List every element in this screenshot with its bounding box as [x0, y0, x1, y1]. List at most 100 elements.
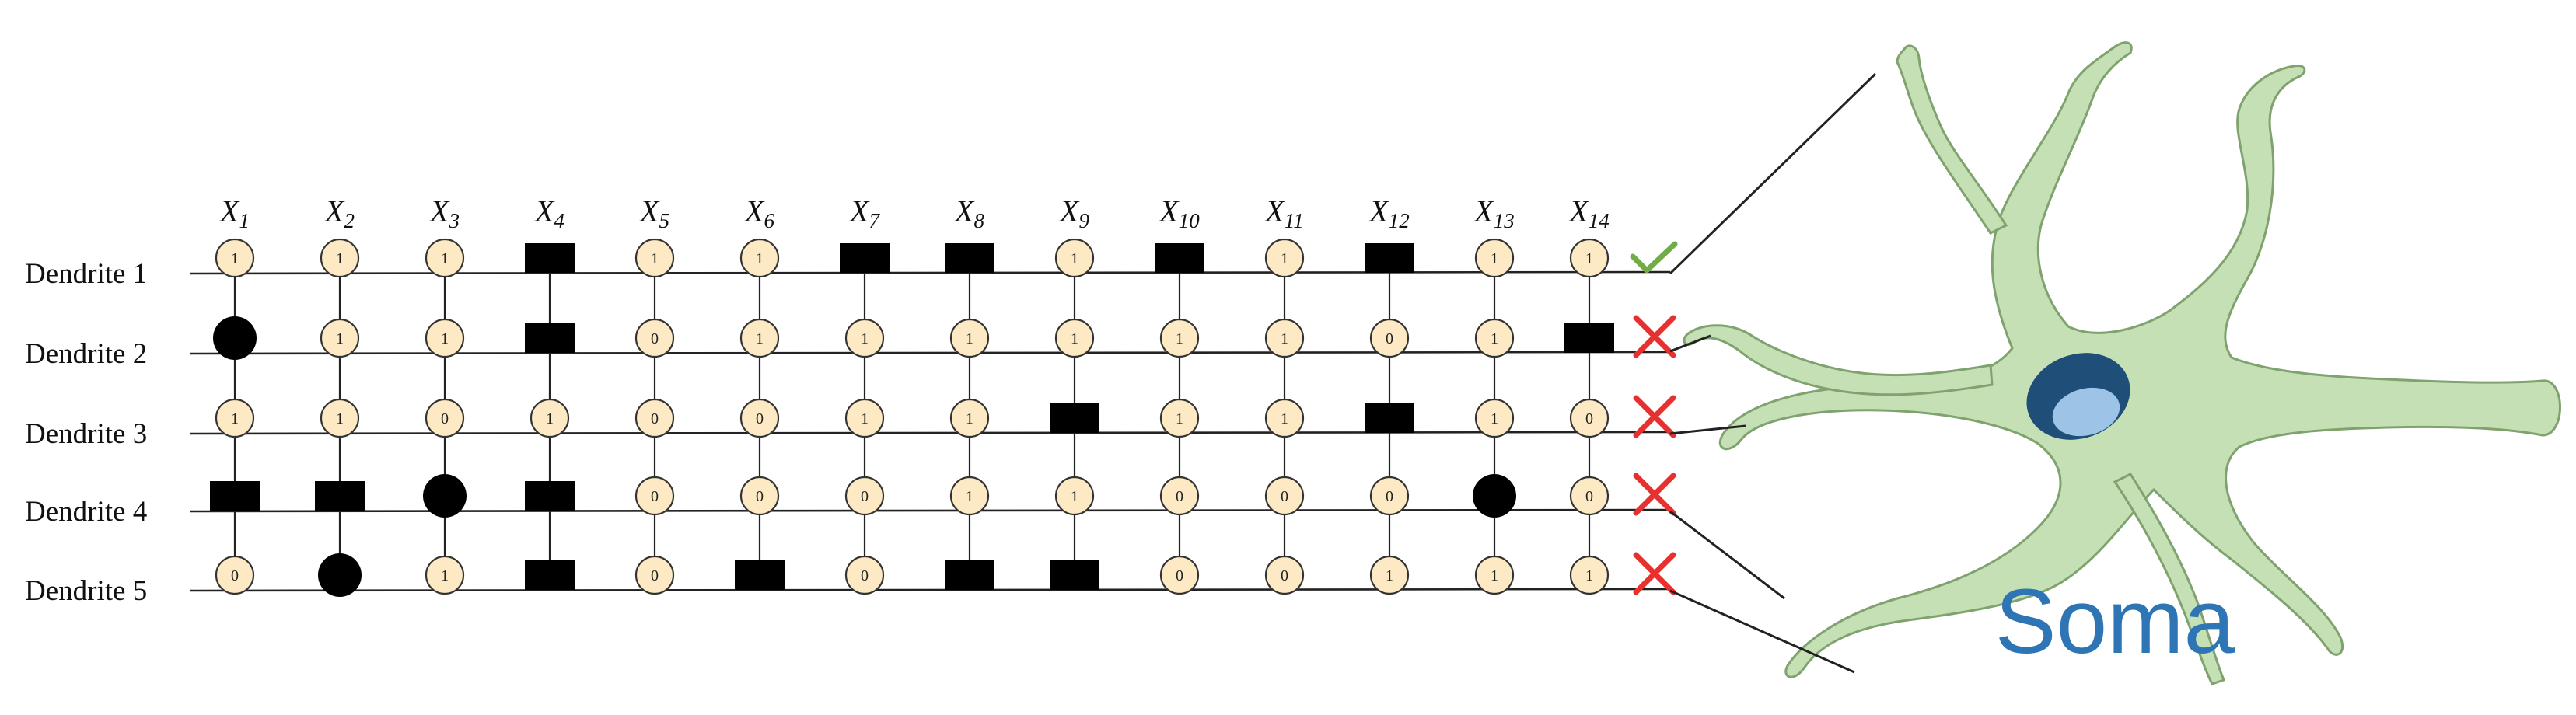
dendrite-branch-top-left: [1896, 44, 2008, 235]
synapse-value-dendrite-4-input-5: 0: [651, 488, 659, 505]
synapse-value-dendrite-5-input-13: 1: [1491, 567, 1498, 584]
synapse-value-dendrite-3-input-6: 0: [756, 410, 764, 427]
synapse-node-dendrite-1-input-9: [1054, 238, 1095, 278]
synapse-value-dendrite-3-input-13: 1: [1491, 410, 1498, 427]
synapse-node-dendrite-2-input-9: [1054, 318, 1095, 358]
synapse-value-dendrite-1-input-11: 1: [1281, 250, 1288, 267]
synapse-value-dendrite-2-input-10: 1: [1176, 330, 1183, 347]
synapse-value-dendrite-2-input-6: 1: [756, 330, 764, 347]
dendrite-connectors: [1669, 72, 1877, 674]
cross-icon-dendrite-2: [1633, 315, 1676, 358]
synapse-value-dendrite-2-input-8: 1: [966, 330, 973, 347]
dendrite-label-3: Dendrite 3: [25, 418, 147, 450]
input-header-x1: X1: [218, 194, 250, 232]
synapse-value-dendrite-4-input-8: 1: [966, 488, 973, 505]
synapse-node-dendrite-3-input-10: [1159, 398, 1200, 438]
input-header-x12: X12: [1368, 194, 1409, 232]
synapse-node-dendrite-3-input-8: [949, 398, 990, 438]
synapse-value-dendrite-5-input-7: 0: [861, 567, 869, 584]
synapse-node-dendrite-5-input-13: [1474, 555, 1515, 595]
synapse-node-dendrite-4-input-10: [1159, 476, 1200, 516]
soma-label: Soma: [1995, 570, 2235, 673]
synapse-node-dendrite-2-input-3: [425, 318, 465, 358]
input-header-x13: X13: [1473, 194, 1514, 232]
dendrite-line-4: [190, 508, 1671, 513]
synapse-value-dendrite-3-input-10: 1: [1176, 410, 1183, 427]
synapse-value-dendrite-5-input-14: 1: [1585, 567, 1593, 584]
direct-connection-dot-dendrite-2-input-1: [213, 316, 257, 360]
synapse-value-dendrite-5-input-12: 1: [1386, 567, 1393, 584]
synapse-node-dendrite-5-input-7: [844, 555, 885, 595]
synapse-value-dendrite-2-input-9: 1: [1071, 330, 1078, 347]
synapse-node-dendrite-3-input-6: [739, 398, 780, 438]
synapse-node-dendrite-3-input-3: [425, 398, 465, 438]
synapse-value-dendrite-1-input-3: 1: [441, 250, 449, 267]
synapse-value-dendrite-3-input-4: 1: [546, 410, 554, 427]
inhibitory-block-dendrite-1-input-4: [525, 243, 575, 273]
input-header-x8: X8: [953, 194, 984, 232]
synapse-value-dendrite-1-input-5: 1: [651, 250, 659, 267]
synapse-value-dendrite-1-input-2: 1: [336, 250, 344, 267]
inhibitory-block-dendrite-4-input-1: [210, 481, 260, 511]
synapse-value-dendrite-2-input-11: 1: [1281, 330, 1288, 347]
neuron-nucleolus: [2052, 387, 2120, 437]
input-header-x5: X5: [638, 194, 669, 232]
synapse-value-dendrite-4-input-11: 0: [1281, 488, 1288, 505]
synapse-value-dendrite-3-input-7: 1: [861, 410, 869, 427]
neuron-cell-body: [1718, 41, 2561, 678]
synapse-value-dendrite-4-input-12: 0: [1386, 488, 1393, 505]
synapse-node-dendrite-4-input-12: [1369, 476, 1410, 516]
synapse-value-dendrite-3-input-14: 0: [1585, 410, 1593, 427]
synapse-node-dendrite-2-input-8: [949, 318, 990, 358]
dendrite-label-5: Dendrite 5: [25, 575, 147, 607]
synapse-value-dendrite-2-input-13: 1: [1491, 330, 1498, 347]
synapse-node-dendrite-1-input-1: [215, 238, 255, 278]
direct-connection-dot-dendrite-5-input-2: [318, 553, 362, 597]
direct-connection-dot-dendrite-4-input-13: [1473, 474, 1516, 518]
synapse-node-dendrite-2-input-12: [1369, 318, 1410, 358]
connector-line-1: [1669, 72, 1877, 275]
input-header-x14: X14: [1568, 194, 1609, 232]
inhibitory-block-dendrite-5-input-9: [1050, 560, 1099, 590]
connector-line-2: [1669, 334, 1711, 353]
synapse-node-dendrite-3-input-2: [320, 398, 360, 438]
inhibitory-block-dendrite-3-input-9: [1050, 403, 1099, 433]
connector-line-5: [1669, 589, 1855, 674]
synapse-node-dendrite-4-input-7: [844, 476, 885, 516]
dendrite-label-4: Dendrite 4: [25, 496, 147, 528]
synapse-node-dendrite-2-input-6: [739, 318, 780, 358]
synapse-node-dendrite-2-input-13: [1474, 318, 1515, 358]
synapse-value-dendrite-3-input-1: 1: [231, 410, 239, 427]
synapse-node-dendrite-5-input-1: [215, 555, 255, 595]
synapse-value-dendrite-3-input-2: 1: [336, 410, 344, 427]
check-icon-dendrite-1: [1630, 241, 1678, 274]
synapse-node-dendrite-1-input-13: [1474, 238, 1515, 278]
synapse-node-dendrite-5-input-14: [1569, 555, 1610, 595]
neuron-illustration: Soma: [1683, 41, 2561, 685]
synapse-value-dendrite-2-input-2: 1: [336, 330, 344, 347]
connector-line-3: [1669, 424, 1746, 435]
synapse-node-dendrite-4-input-14: [1569, 476, 1610, 516]
dendrite-branch-upper-left: [1683, 324, 1994, 396]
synapse-value-dendrite-2-input-7: 1: [861, 330, 869, 347]
cross-icon-dendrite-4: [1633, 473, 1676, 516]
synapse-node-dendrite-1-input-3: [425, 238, 465, 278]
dendrite-line-2: [190, 351, 1671, 355]
synapse-value-dendrite-2-input-3: 1: [441, 330, 449, 347]
synapse-node-dendrite-2-input-2: [320, 318, 360, 358]
synapse-value-dendrite-1-input-13: 1: [1491, 250, 1498, 267]
synapse-value-dendrite-1-input-9: 1: [1071, 250, 1078, 267]
inhibitory-block-dendrite-5-input-6: [735, 560, 785, 590]
synapse-node-dendrite-2-input-5: [634, 318, 675, 358]
inhibitory-block-dendrite-1-input-10: [1155, 243, 1204, 273]
synapse-value-dendrite-5-input-11: 0: [1281, 567, 1288, 584]
synapse-value-dendrite-4-input-14: 0: [1585, 488, 1593, 505]
synapse-value-dendrite-3-input-8: 1: [966, 410, 973, 427]
synapse-node-dendrite-2-input-10: [1159, 318, 1200, 358]
synapse-node-dendrite-5-input-3: [425, 555, 465, 595]
synapse-node-dendrite-2-input-7: [844, 318, 885, 358]
synapse-node-dendrite-3-input-5: [634, 398, 675, 438]
synapse-value-dendrite-1-input-14: 1: [1585, 250, 1593, 267]
inhibitory-block-dendrite-1-input-8: [945, 243, 994, 273]
